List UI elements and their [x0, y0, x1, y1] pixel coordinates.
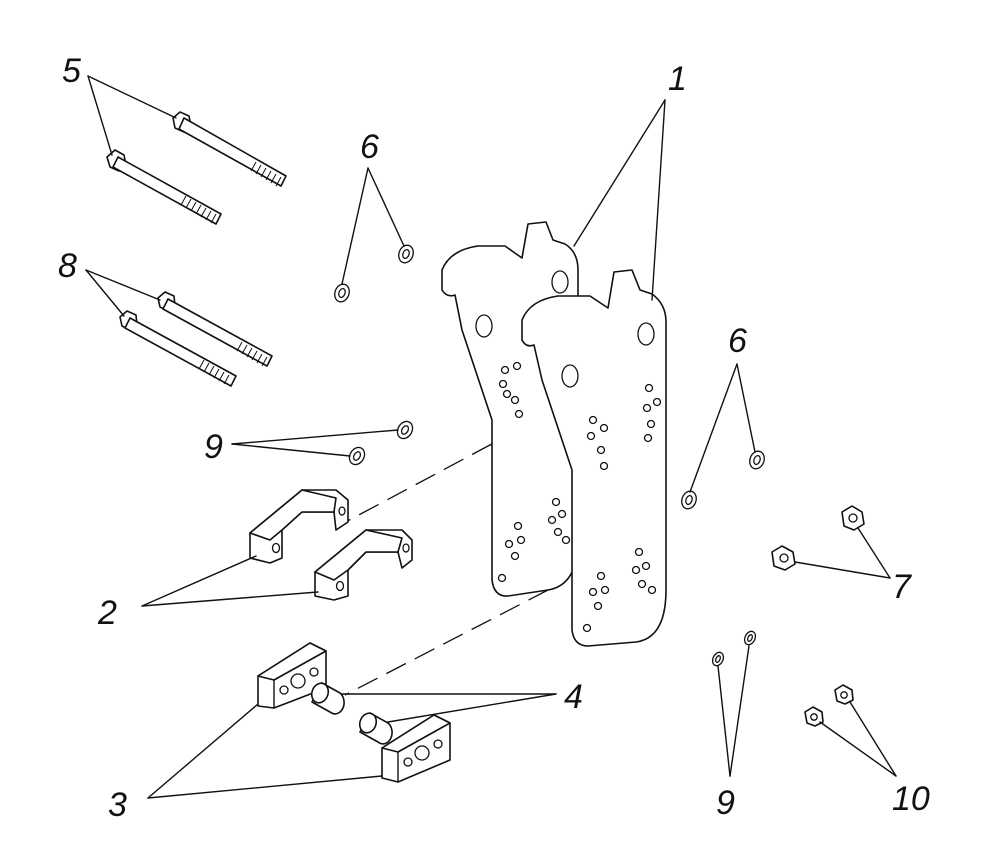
callout-2: 2	[97, 594, 117, 632]
washer-9-left-upper	[396, 420, 414, 440]
bracket-plate-front	[521, 269, 667, 647]
washer-9-right-lower	[711, 651, 725, 667]
bolt-lower-8	[119, 310, 237, 387]
bolt-lower-5	[106, 149, 222, 225]
callout-6-right: 6	[728, 322, 747, 360]
u-bracket-upper-2	[249, 489, 349, 564]
block-lower-3	[381, 714, 451, 783]
washer-6-left-lower	[334, 283, 350, 303]
nut-upper-7	[841, 505, 865, 531]
u-bracket-lower-2	[314, 529, 413, 601]
callout-9-left: 9	[204, 428, 223, 466]
callout-5: 5	[62, 52, 81, 90]
bushing-lower-4	[358, 712, 393, 745]
callout-3: 3	[108, 786, 127, 824]
callout-8: 8	[58, 247, 77, 285]
nut-lower-7	[771, 545, 796, 571]
washer-9-right-upper	[743, 630, 757, 646]
callout-6-left: 6	[360, 128, 379, 166]
bolt-upper-8	[157, 291, 273, 367]
bushing-upper-4	[310, 682, 345, 715]
callout-10: 10	[892, 780, 930, 818]
nut-upper-10	[834, 684, 854, 705]
nut-lower-10	[804, 706, 824, 727]
callout-9-right: 9	[716, 784, 735, 822]
callout-1: 1	[668, 60, 687, 98]
callout-4: 4	[564, 678, 583, 716]
bolt-upper-5	[172, 111, 287, 187]
block-upper-3	[257, 642, 327, 709]
washer-6-right-lower	[681, 490, 697, 510]
leader-lines	[85, 75, 897, 799]
washer-9-left-lower	[348, 446, 366, 466]
callout-7: 7	[892, 568, 912, 606]
washer-6-left-upper	[398, 244, 414, 264]
washer-6-right-upper	[749, 450, 765, 470]
